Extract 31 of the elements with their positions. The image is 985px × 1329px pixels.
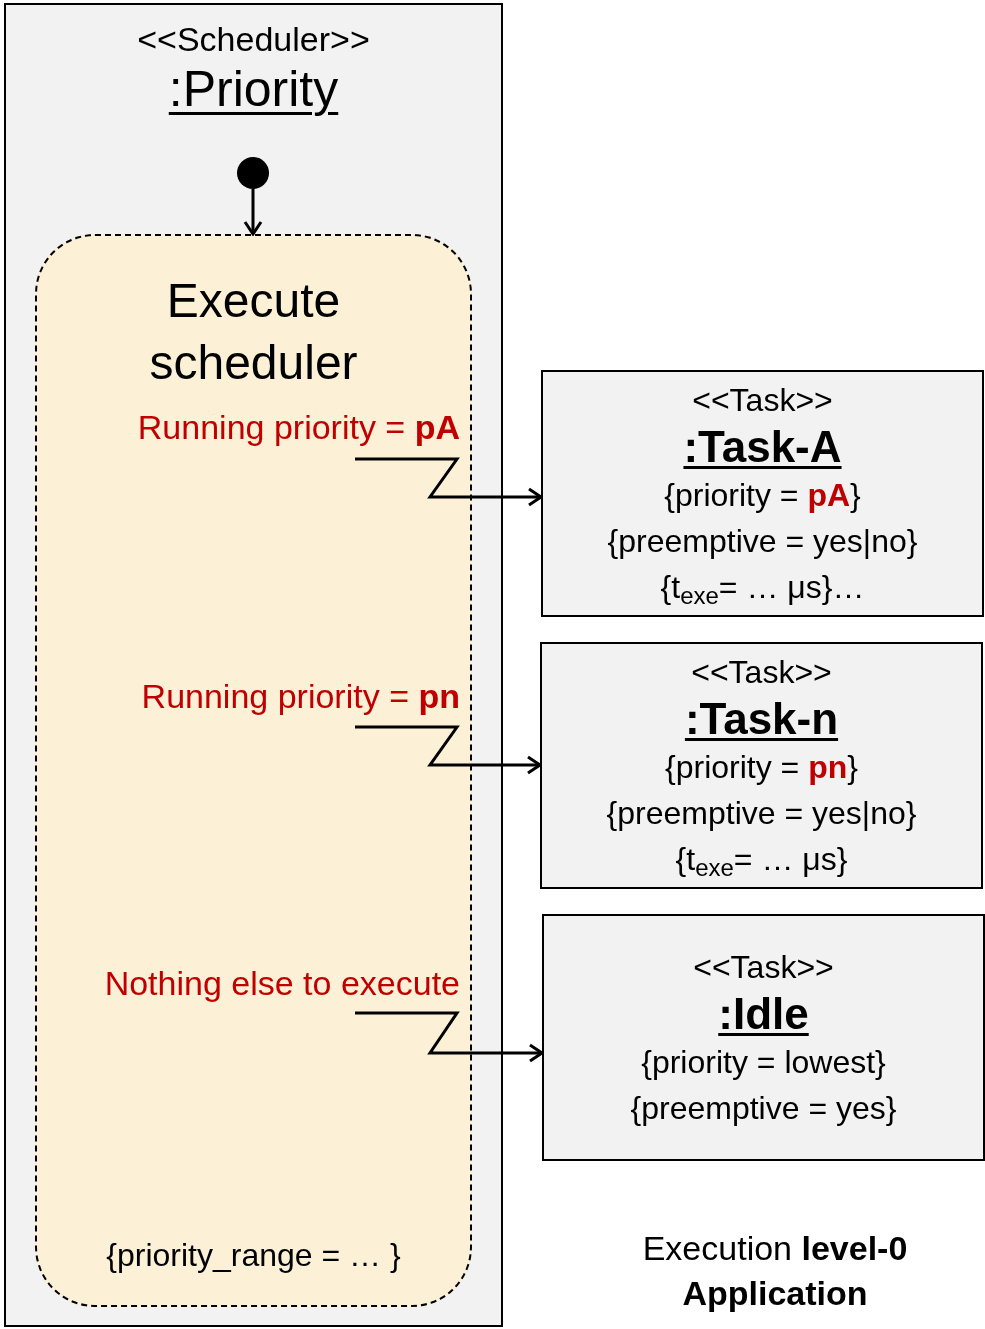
stereotype-label: <<Task>>: [691, 652, 832, 692]
task-box: [540, 642, 983, 889]
arrow: [355, 457, 543, 507]
state-name: Execute scheduler: [148, 273, 359, 391]
priority-attribute: {priority = pA}: [664, 475, 861, 515]
scheduler-name: :Priority: [168, 60, 339, 119]
arrow: [243, 189, 263, 236]
scheduler-box: [4, 3, 503, 1327]
preemptive-attribute: {preemptive = yes|no}: [607, 521, 918, 561]
priority-attribute: {priority = lowest}: [641, 1042, 886, 1082]
priority-attribute: {priority = pn}: [665, 747, 858, 787]
stereotype-label: <<Scheduler>>: [137, 19, 370, 59]
edge-label: Running priority = pA: [137, 407, 460, 448]
caption-text: Execution level-0 Application: [641, 1228, 909, 1314]
range-attribute: {priority_range = … }: [106, 1236, 401, 1275]
task-name: :Task-n: [684, 693, 839, 744]
preemptive-attribute: {preemptive = yes|no}: [606, 793, 917, 833]
execution-time-attribute: {t$_{exe}$= … μs}: [675, 839, 848, 882]
task-name: :Idle: [718, 988, 809, 1039]
state-region: [35, 234, 472, 1307]
stereotype-label: <<Task>>: [693, 947, 834, 987]
arrow: [355, 725, 542, 775]
stereotype-label: <<Task>>: [692, 380, 833, 420]
execution-time-attribute: {t$_{exe}$= … μs}…: [660, 567, 865, 610]
preemptive-attribute: {preemptive = yes}: [630, 1088, 897, 1128]
task-name: :Task-A: [683, 421, 842, 472]
task-box: [541, 370, 984, 617]
task-box: [542, 914, 985, 1161]
edge-label: Running priority = pn: [141, 676, 460, 717]
edge-label: Nothing else to execute: [104, 963, 460, 1004]
arrow: [355, 1011, 544, 1063]
